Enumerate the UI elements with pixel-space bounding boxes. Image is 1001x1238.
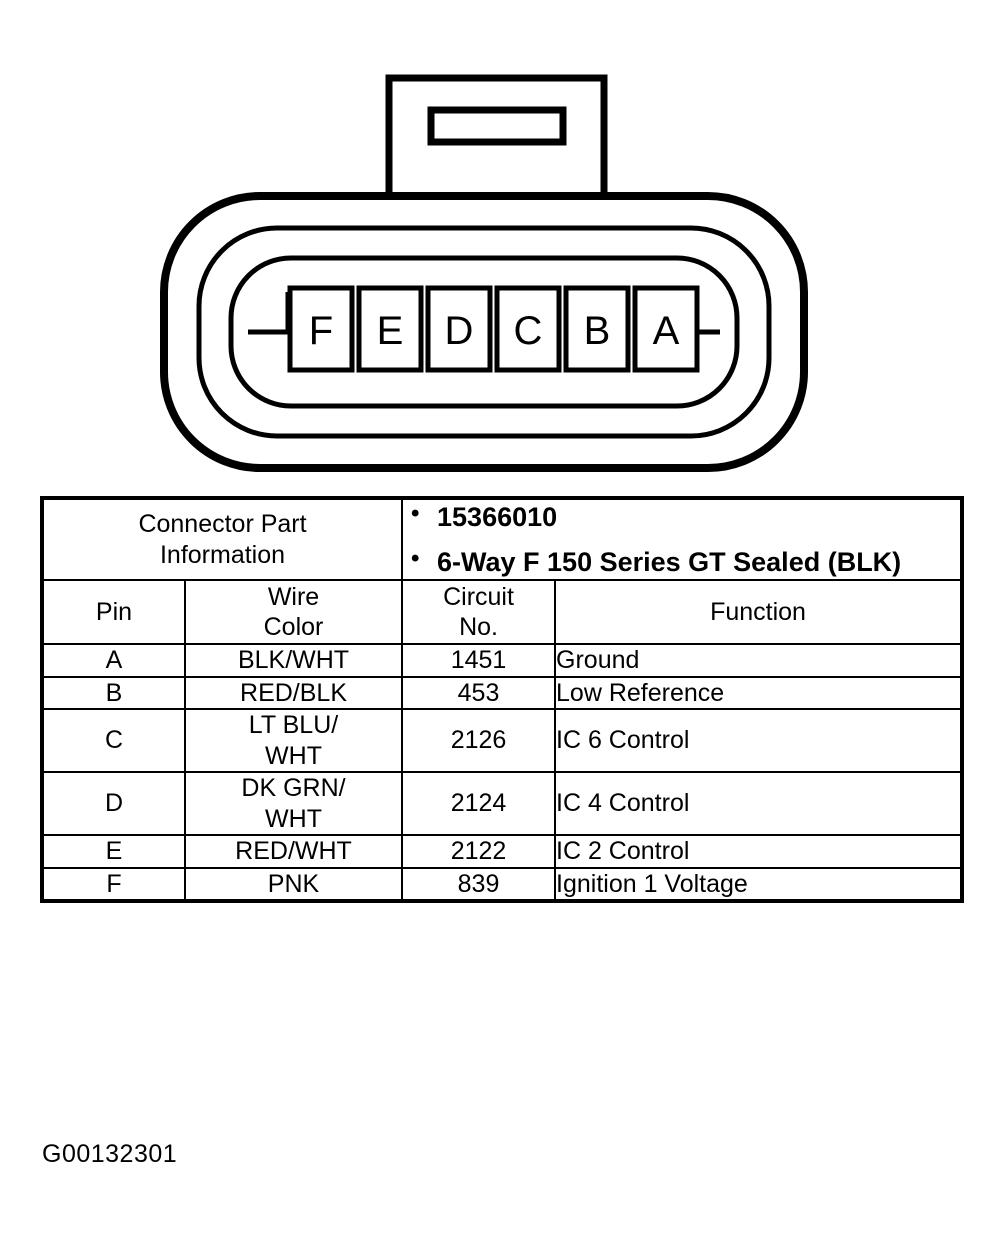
pin-cavity-box bbox=[632, 285, 700, 373]
cell-wire-color: RED/BLK bbox=[183, 675, 404, 711]
cell-function: Ground bbox=[554, 643, 965, 678]
table-row-part-info: Connector Part Information 15366010 6-Wa… bbox=[39, 495, 965, 582]
cell-function: IC 2 Control bbox=[554, 834, 965, 869]
wire-color-line-2: Color bbox=[263, 613, 324, 642]
cell-wire-color: RED/WHT bbox=[183, 834, 404, 869]
pin-cavity-c: C bbox=[494, 285, 562, 373]
column-header-pin: Pin bbox=[40, 579, 186, 646]
wire-color-line-2: WHT bbox=[265, 741, 322, 770]
table-row: E RED/WHT 2122 IC 2 Control bbox=[40, 834, 965, 869]
part-bullet-item: 6-Way F 150 Series GT Sealed (BLK) bbox=[403, 544, 960, 580]
latch-tab-slot bbox=[427, 106, 567, 146]
cell-wire-color: DK GRN/ WHT bbox=[183, 771, 404, 837]
latch-tab bbox=[385, 74, 608, 216]
wire-color-line-1: LT BLU/ bbox=[248, 711, 339, 740]
pin-cavity-label: B bbox=[584, 309, 611, 353]
table-row: A BLK/WHT 1451 Ground bbox=[40, 643, 965, 678]
column-header-circuit-no: Circuit No. bbox=[401, 579, 557, 646]
circuit-no-line-2: No. bbox=[459, 613, 498, 642]
cell-wire-color: BLK/WHT bbox=[183, 643, 404, 678]
wire-color-line-1: DK GRN/ bbox=[241, 774, 346, 803]
column-header-function: Function bbox=[554, 579, 965, 646]
pin-cavity-b: B bbox=[563, 285, 631, 373]
circuit-no-line-1: Circuit bbox=[443, 582, 514, 611]
cell-circuit-no: 2124 bbox=[401, 771, 557, 837]
pin-cavity-box bbox=[356, 285, 424, 373]
cell-function: IC 4 Control bbox=[554, 771, 965, 837]
cell-pin: D bbox=[40, 771, 186, 837]
cell-pin: B bbox=[40, 675, 186, 711]
pin-cavity-d: D bbox=[425, 285, 493, 373]
table-row: D DK GRN/ WHT 2124 IC 4 Control bbox=[40, 771, 965, 837]
cpi-line-2: Information bbox=[159, 540, 286, 569]
connector-part-information-label: Connector Part Information bbox=[39, 495, 404, 582]
cell-pin: F bbox=[40, 866, 186, 904]
cell-circuit-no: 453 bbox=[401, 675, 557, 711]
cell-pin: C bbox=[40, 708, 186, 774]
pin-cavity-box bbox=[287, 285, 355, 373]
pin-cavity-box bbox=[563, 285, 631, 373]
cpi-line-1: Connector Part bbox=[138, 510, 307, 539]
cell-circuit-no: 1451 bbox=[401, 643, 557, 678]
cell-circuit-no: 2122 bbox=[401, 834, 557, 869]
pin-cavity-box bbox=[425, 285, 493, 373]
table-row: C LT BLU/ WHT 2126 IC 6 Control bbox=[40, 708, 965, 774]
pin-cavity-a: A bbox=[632, 285, 700, 373]
connector-diagram: F E D C B A bbox=[0, 0, 1001, 490]
cell-function: Ignition 1 Voltage bbox=[554, 866, 965, 904]
cell-pin: A bbox=[40, 643, 186, 678]
cell-function: IC 6 Control bbox=[554, 708, 965, 774]
pin-cavity-label: D bbox=[445, 309, 474, 353]
cell-circuit-no: 839 bbox=[401, 866, 557, 904]
pin-cavity-box bbox=[494, 285, 562, 373]
part-bullet-item: 15366010 bbox=[403, 499, 960, 535]
cell-function: Low Reference bbox=[554, 675, 965, 711]
part-bullet-list: 15366010 6-Way F 150 Series GT Sealed (B… bbox=[403, 499, 960, 580]
cell-pin: E bbox=[40, 834, 186, 869]
table-row: F PNK 839 Ignition 1 Voltage bbox=[40, 866, 965, 904]
pin-cavity-label: F bbox=[309, 309, 333, 353]
pin-cavity-label: E bbox=[377, 309, 404, 353]
pin-cavity-f: F bbox=[287, 285, 355, 373]
pin-cavities: F E D C B A bbox=[287, 285, 700, 373]
table-header-row: Pin Wire Color Circuit No. Function bbox=[40, 579, 965, 646]
connector-drawing: F E D C B A bbox=[160, 74, 808, 472]
pin-cavity-label: C bbox=[514, 309, 543, 353]
cell-circuit-no: 2126 bbox=[401, 708, 557, 774]
connector-part-details: 15366010 6-Way F 150 Series GT Sealed (B… bbox=[401, 495, 965, 582]
cell-wire-color: PNK bbox=[183, 866, 404, 904]
column-header-wire-color: Wire Color bbox=[183, 579, 404, 646]
table-row: B RED/BLK 453 Low Reference bbox=[40, 675, 965, 711]
pin-cavity-label: A bbox=[653, 309, 680, 353]
connector-pinout-table: Connector Part Information 15366010 6-Wa… bbox=[39, 495, 965, 904]
wire-color-line-2: WHT bbox=[265, 804, 322, 833]
pin-cavity-e: E bbox=[356, 285, 424, 373]
cell-wire-color: LT BLU/ WHT bbox=[183, 708, 404, 774]
wire-color-line-1: Wire bbox=[267, 582, 320, 611]
figure-id-label: G00132301 bbox=[42, 1140, 178, 1168]
